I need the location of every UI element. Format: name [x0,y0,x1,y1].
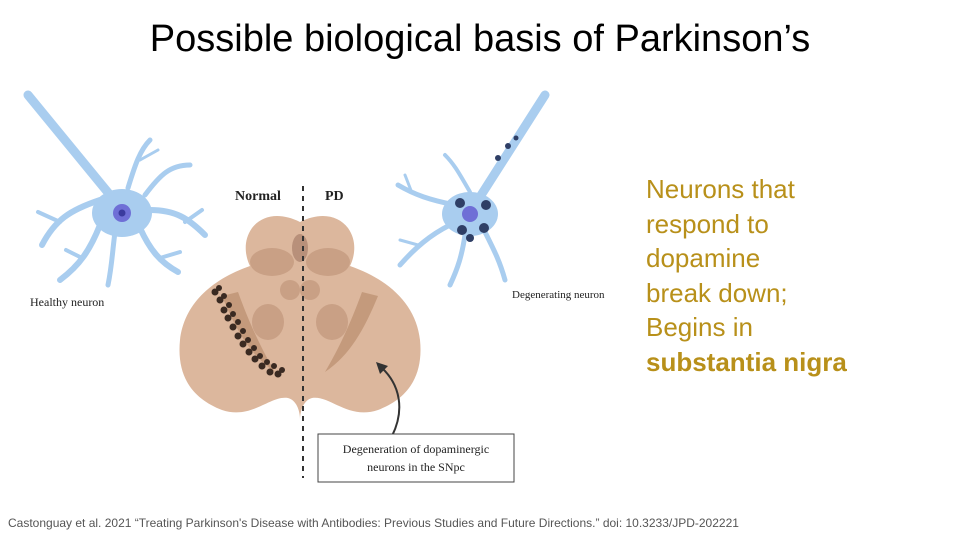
summary-text: Neurons that respond to dopamine break d… [646,172,946,379]
substantia-nigra-dots [211,285,285,378]
degenerating-neuron-illustration [395,90,550,288]
slide-title: Possible biological basis of Parkinson’s [149,18,811,60]
summary-line-5: Begins in [646,312,753,342]
degenerating-neuron-label: Degenerating neuron [512,289,605,301]
parkinsons-figure: Healthy neuron Normal PD [23,90,605,483]
midbrain-section [179,216,421,420]
normal-label: Normal [235,189,281,204]
healthy-neuron-illustration [23,90,208,288]
summary-line-3: dopamine [646,243,761,273]
healthy-neuron-label: Healthy neuron [30,295,104,309]
summary-line-1: Neurons that [646,174,795,204]
callout-line-1: Degeneration of dopaminergic [343,442,489,456]
summary-line-4: break down; [646,277,788,308]
degenerating-neuron-nucleus [462,206,478,222]
pd-label: PD [325,189,344,204]
callout-arrow [381,367,401,437]
callout-box [317,433,515,483]
summary-line-6: substantia nigra [646,346,847,377]
summary-line-2: respond to [646,208,769,239]
callout-line-2: neurons in the SNpc [367,460,465,474]
citation: Castonguay et al. 2021 “Treating Parkins… [8,516,739,530]
lewy-body-clumps [455,135,519,242]
